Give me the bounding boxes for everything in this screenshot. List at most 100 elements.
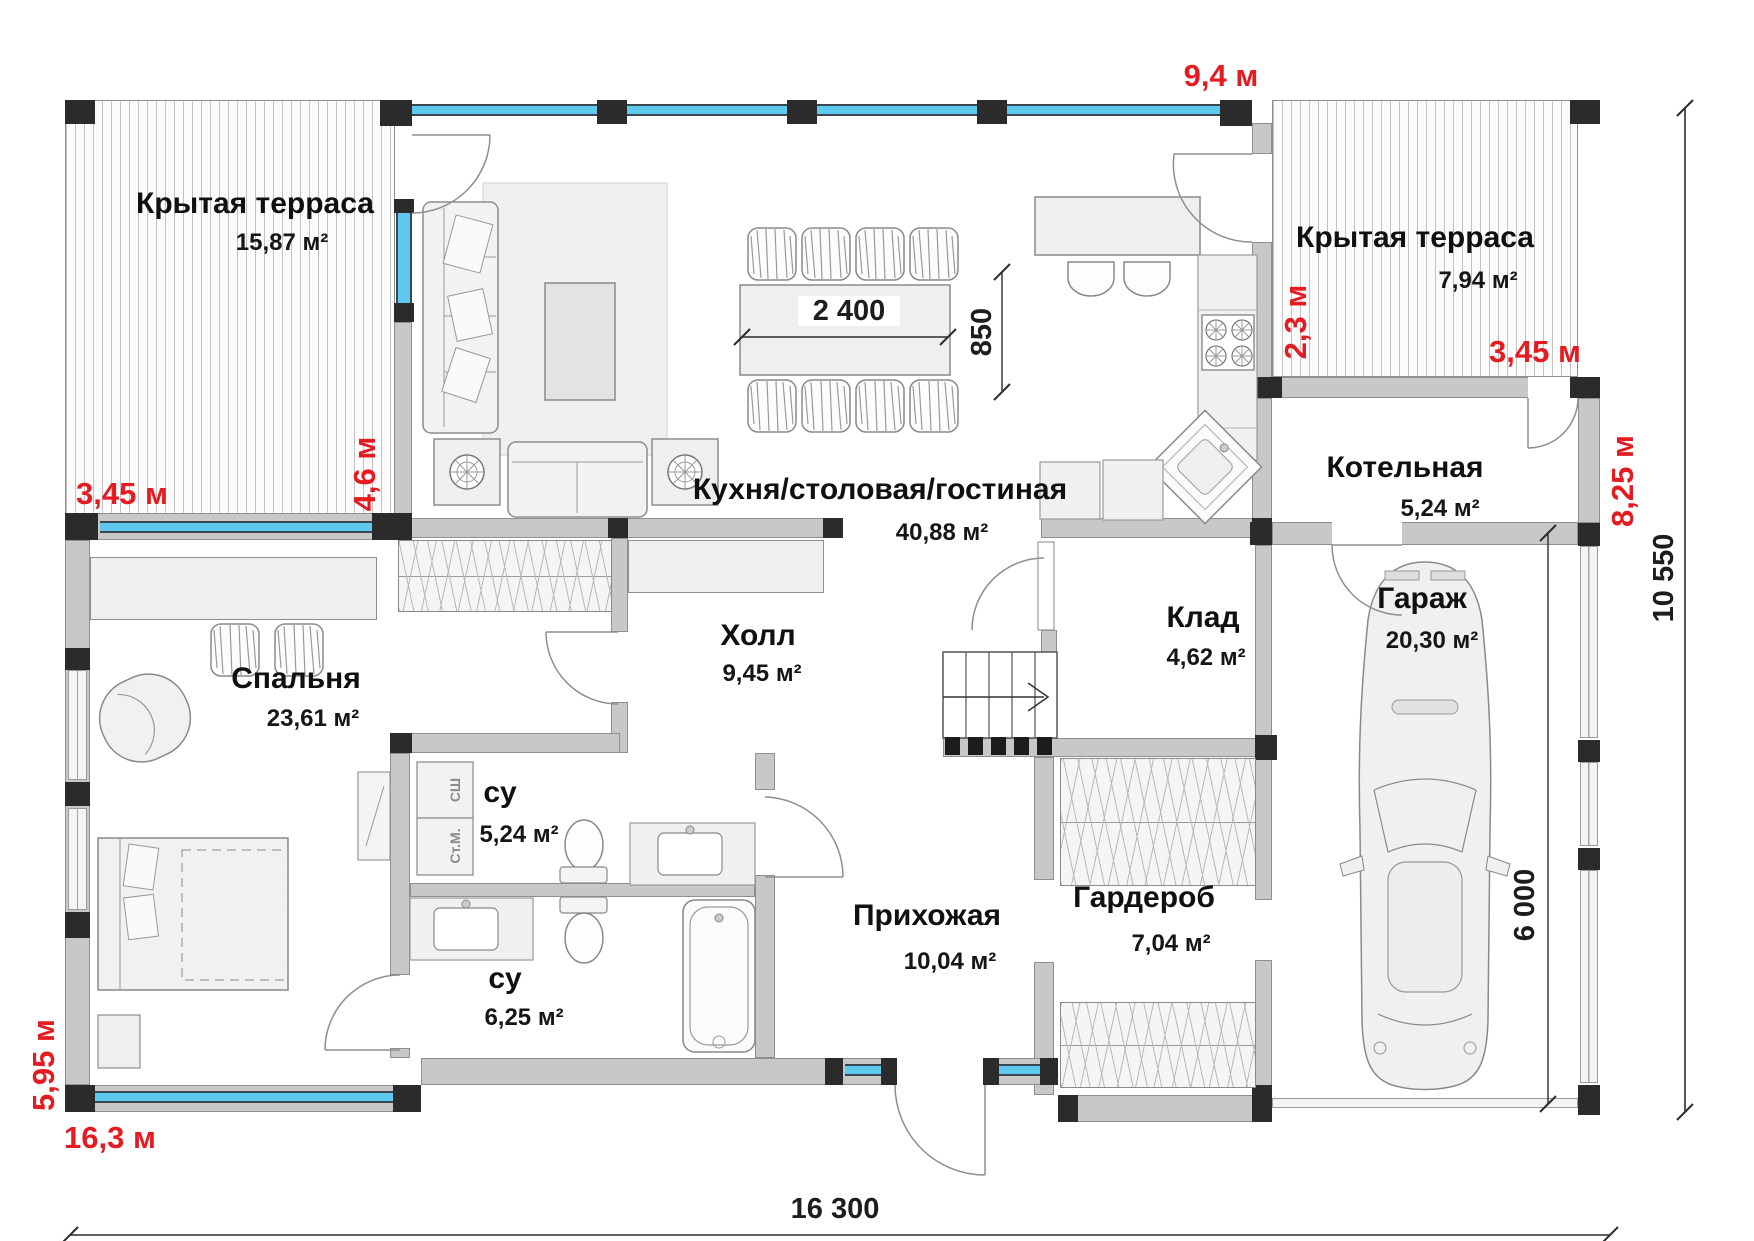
door-boiler [1527,397,1579,449]
wall-bath-left [390,753,410,975]
window-entry-left [845,1064,881,1076]
column [977,100,1007,124]
wall-b-storage-top [1041,518,1272,538]
window-west-1 [68,670,87,780]
dim-line-table-length [733,328,957,346]
door-terrace-right [1172,153,1253,243]
room-label-garage: Гараж [1377,582,1467,615]
dim-table-length: 2 400 [798,296,900,326]
room-area-hall: 9,45 м² [722,660,802,687]
sofa-vertical [422,201,499,434]
room-area-bath-bottom: 6,25 м² [484,1004,564,1031]
door-stairs [971,541,1055,631]
terrace-right-floor [1272,100,1578,377]
door-bath-bottom [324,974,401,1051]
wall-c-corridor [1041,630,1057,738]
chair [855,227,905,281]
column [1220,100,1252,126]
column [393,1085,421,1112]
wall-garage-left-low [1255,960,1272,1105]
column [1570,377,1600,398]
room-label-hall: Холл [720,619,796,652]
column [65,1085,95,1112]
terrace-left-floor [65,100,395,515]
room-label-boiler: Котельная [1326,451,1484,484]
column [65,513,98,540]
dim-top-width: 9,4 м [1183,58,1259,93]
dim-terrace-right-width: 3,45 м [1489,334,1581,369]
wall-bath-top [390,733,620,753]
stove [1201,314,1255,371]
dim-terrace-right-depth: 2,3 м [1278,284,1313,360]
dim-left-side: 5,95 м [26,1019,61,1111]
window-bedroom-south [95,1091,395,1103]
column [1578,740,1600,762]
column [1578,848,1600,870]
chair [909,379,959,433]
dim-total-width: 16 300 [790,1193,880,1225]
door-entry-main [894,1084,986,1176]
column [1250,377,1282,398]
room-label-storage: Клад [1166,601,1240,634]
column [787,100,817,124]
room-area-bedroom: 23,61 м² [266,705,360,732]
kitchen-counter-east [1197,254,1258,461]
column [1250,522,1272,545]
hall-sideboard [628,540,824,593]
column [385,518,412,538]
wall-storage-bottom [943,738,1273,757]
room-label-bath-top: су [483,776,517,809]
window-garage-east-1 [1580,546,1598,738]
chair [801,227,851,281]
column [983,1058,999,1085]
dim-table-width: 850 [966,307,998,357]
room-label-entry: Прихожая [852,899,1002,932]
wardrobe-unit-bottom [1060,1002,1256,1088]
bed [97,837,289,991]
wall-south-wardrobe [1058,1095,1272,1122]
room-area-wardrobe: 7,04 м² [1131,930,1211,957]
room-area-terrace-left: 15,87 м² [235,229,329,256]
door-gap-garage-top [1332,522,1402,545]
bar-stool [1123,261,1171,297]
window-garage-east-2 [1580,762,1598,846]
mirror [357,771,391,861]
column [65,782,90,806]
kitchen-bar [1034,196,1201,256]
vanity-bottom [409,897,534,961]
wall-terrace-right-bottom [1250,377,1600,398]
room-label-kitchen-living: Кухня/столовая/гостиная [692,473,1068,506]
dim-bottom-left: 16,3 м [64,1120,156,1155]
window-top-glazing [412,104,1250,116]
column [394,303,414,322]
bedroom-desk [90,557,377,620]
column [608,518,628,538]
garage-gate-opening [1272,1098,1578,1108]
wall-garage-top [1272,522,1578,545]
column [65,648,90,670]
room-area-storage: 4,62 м² [1166,644,1246,671]
column [394,199,414,213]
door-gap-boiler [1528,377,1578,398]
window-garage-east-3 [1580,870,1598,1083]
column [1570,100,1600,124]
room-area-bath-top: 5,24 м² [479,821,559,848]
vanity-top [629,822,756,886]
column [380,100,412,126]
column [1255,735,1277,760]
window-bedroom-north [100,521,375,533]
coffee-table [544,282,616,401]
chair [909,227,959,281]
dim-total-height: 10 550 [1648,533,1680,623]
chair [855,379,905,433]
dim-line-total-width [62,1226,1619,1241]
toilet-bottom [559,896,608,964]
column [65,100,95,124]
door-gap-wardrobe [1034,880,1054,962]
bedside-table [97,1014,141,1069]
wall-bath-right-up [755,753,775,790]
dim-garage-depth: 6 000 [1509,868,1541,942]
wardrobe-unit-top [1060,758,1256,886]
window-entry-right [999,1064,1040,1076]
dim-right-side: 8,25 м [1605,435,1640,527]
